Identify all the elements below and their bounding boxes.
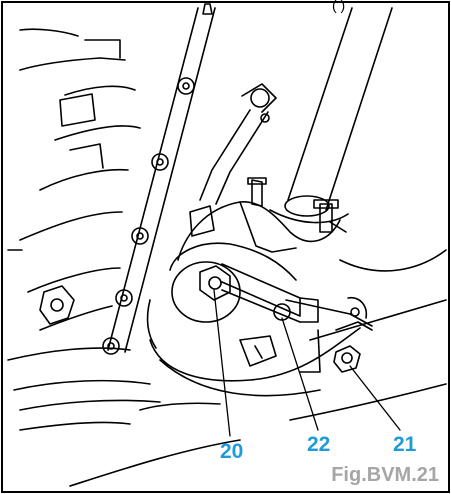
mount-body (146, 242, 361, 397)
header-fragment: ( ) (332, 0, 345, 13)
bolted-rod (102, 3, 216, 355)
callout-21: 21 (393, 433, 417, 456)
lower-housing (19, 402, 241, 487)
link-arm (199, 83, 277, 205)
vertical-shaft (269, 7, 393, 224)
callout-20: 20 (220, 440, 244, 463)
figure-caption: Fig.BVM.21 (331, 464, 439, 486)
leader-lines (213, 289, 401, 437)
support-bracket (177, 177, 347, 261)
bolt-20 (199, 265, 231, 301)
callout-22: 22 (307, 433, 331, 456)
left-bolt (39, 285, 75, 325)
right-bracket-21 (285, 249, 447, 421)
